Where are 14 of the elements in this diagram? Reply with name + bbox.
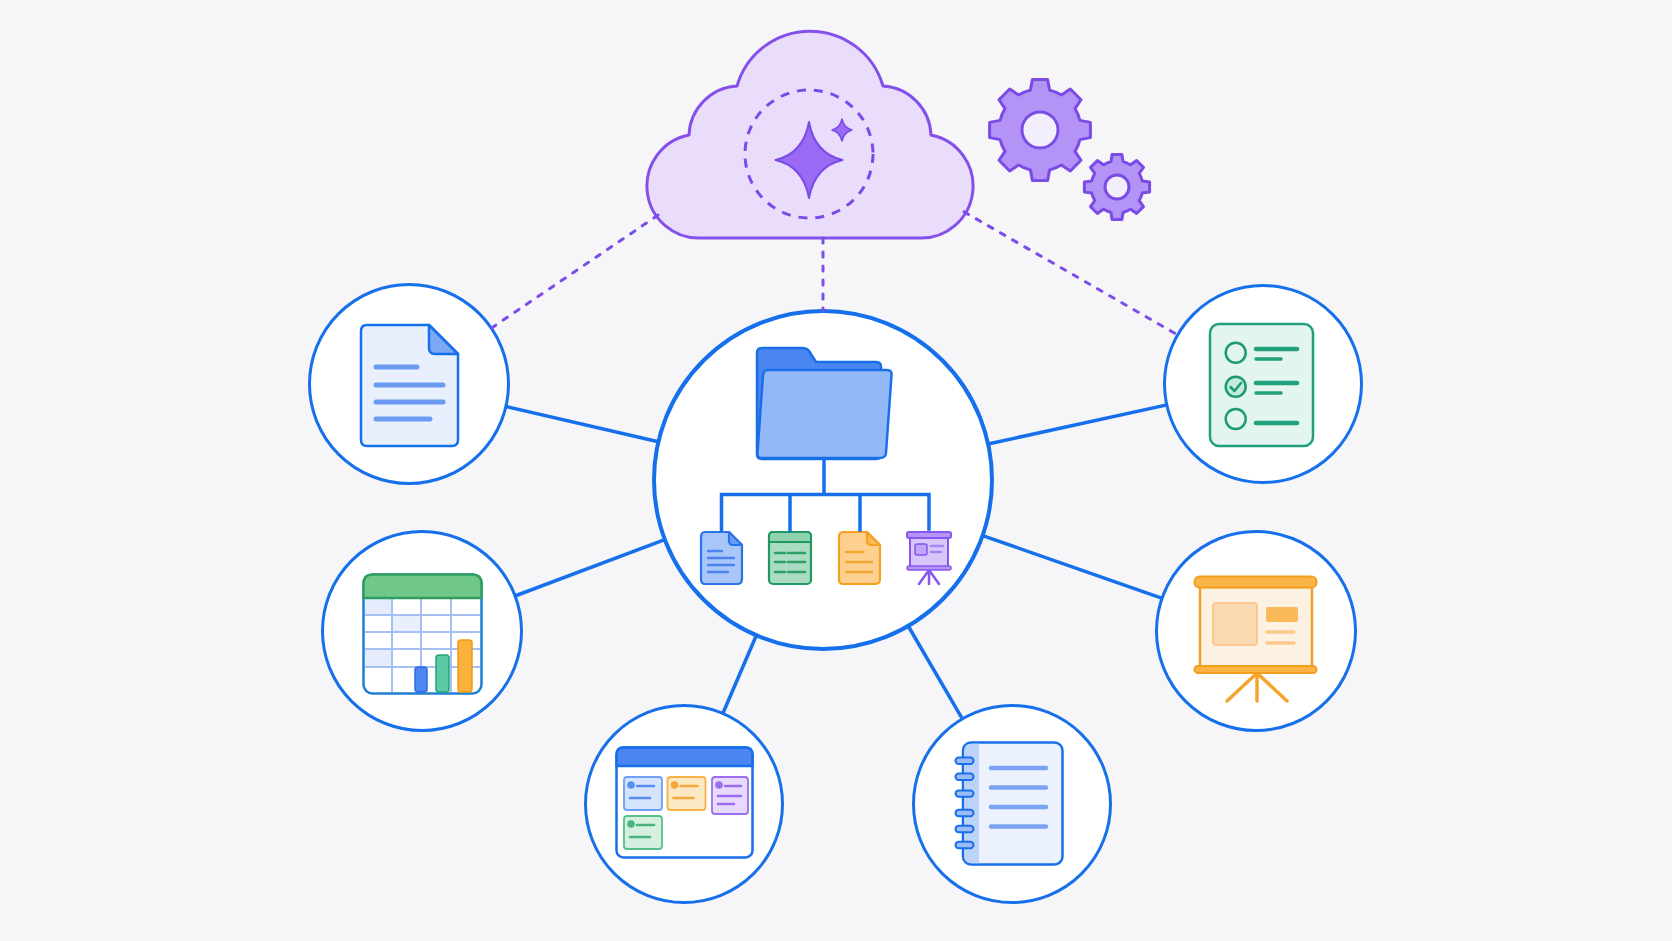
connector-line [906,625,964,720]
dashed-connector [489,213,660,330]
presentation-board-icon [905,529,953,587]
dashed-connector [821,236,825,313]
connector-line [505,404,659,444]
connector-line [987,403,1168,446]
connector-line [514,537,666,598]
document-icon [837,530,883,586]
document-icon [699,530,744,586]
connector-line [721,634,758,715]
tree-connector [719,458,931,532]
folder-icon [754,346,894,460]
connector-line [982,533,1163,600]
spreadsheet-icon [767,530,813,586]
